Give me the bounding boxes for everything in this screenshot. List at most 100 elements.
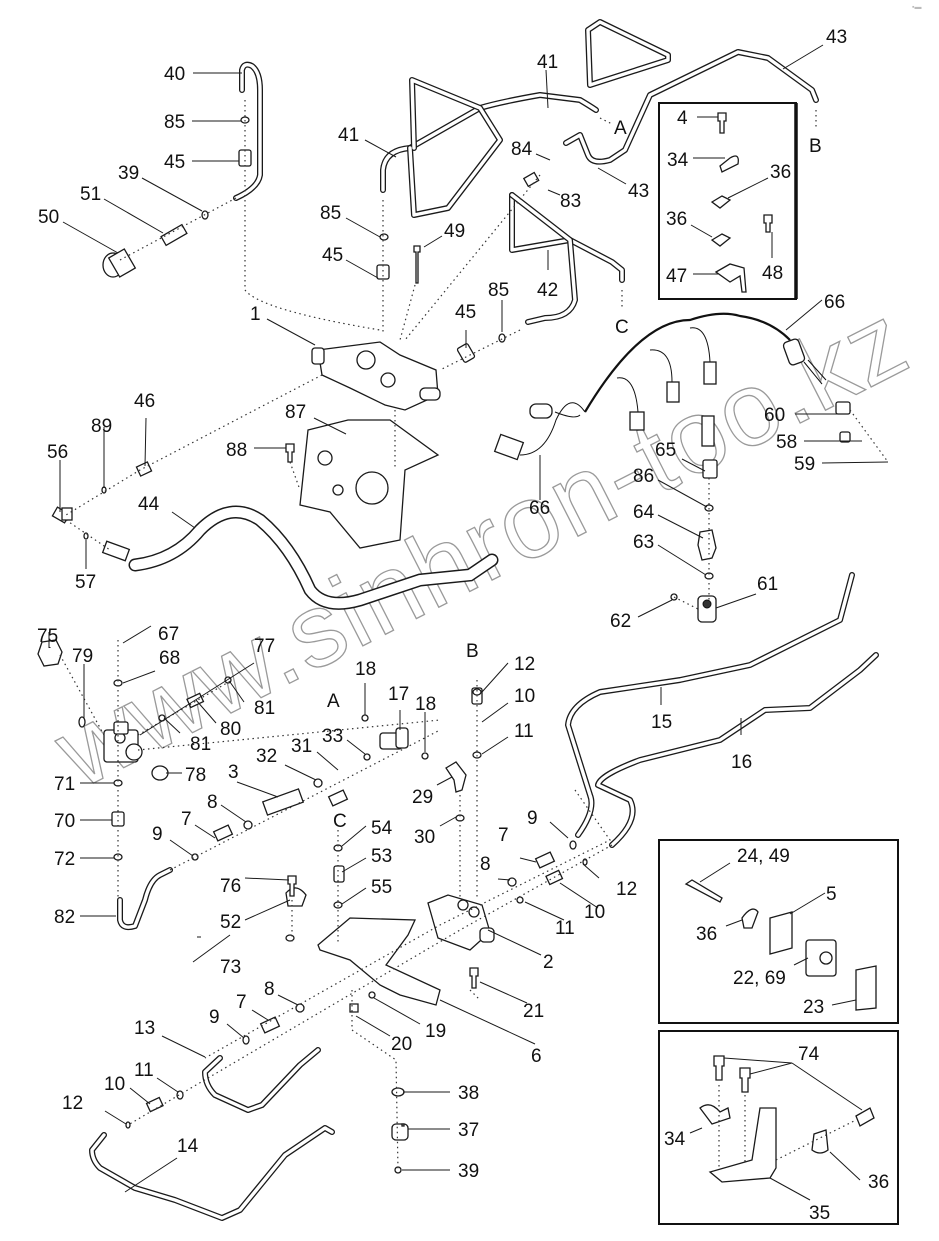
callout-35: 35 xyxy=(809,1203,830,1224)
callout-82: 82 xyxy=(54,907,75,928)
callout-18: 18 xyxy=(355,659,376,680)
callout-76: 76 xyxy=(220,876,241,897)
callout-37: 37 xyxy=(458,1120,479,1141)
callout-49: 49 xyxy=(444,221,465,242)
connection-letter-b: B xyxy=(466,641,479,662)
callout-36: 36 xyxy=(696,924,717,945)
nut-75 xyxy=(37,639,63,667)
callout-68: 68 xyxy=(159,648,180,669)
callout-21: 21 xyxy=(523,1001,544,1022)
connection-letters: A B C A B C xyxy=(327,118,822,832)
callout-16: 16 xyxy=(731,752,752,773)
callout-89: 89 xyxy=(91,416,112,437)
callout-36: 36 xyxy=(666,209,687,230)
detail-box-clamps xyxy=(658,102,798,300)
callout-9: 9 xyxy=(152,824,163,845)
callout-47: 47 xyxy=(666,266,687,287)
callout-88: 88 xyxy=(226,440,247,461)
callout-15: 15 xyxy=(651,712,672,733)
callout-77: 77 xyxy=(254,636,275,657)
callout-63: 63 xyxy=(633,532,654,553)
elbow-29 xyxy=(445,761,467,793)
callout-7: 7 xyxy=(498,825,509,846)
callout-71: 71 xyxy=(54,774,75,795)
swivel-elbow-56 xyxy=(51,506,73,524)
callout-34: 34 xyxy=(664,1129,686,1150)
detail-box-bracket xyxy=(658,1030,899,1225)
callout-79: 79 xyxy=(72,646,93,667)
callout-6: 6 xyxy=(531,1046,542,1067)
callout-53: 53 xyxy=(371,846,392,867)
callout-65: 65 xyxy=(655,440,676,461)
callout-8: 8 xyxy=(480,854,491,875)
callout-41: 41 xyxy=(537,52,558,73)
callout-46: 46 xyxy=(134,391,155,412)
callout-61: 61 xyxy=(757,574,778,595)
leader-lines xyxy=(48,44,889,1201)
callout-50: 50 xyxy=(38,207,59,228)
callout-labels: 40 85 45 39 51 50 41 41 85 49 45 43 43 8… xyxy=(37,27,889,1224)
connection-letter-b: B xyxy=(809,136,822,157)
callout-85: 85 xyxy=(488,280,509,301)
callout-20: 20 xyxy=(391,1034,412,1055)
callout-9: 9 xyxy=(527,808,538,829)
callout-42: 42 xyxy=(537,280,558,301)
callout-31: 31 xyxy=(291,736,312,757)
callout-57: 57 xyxy=(75,572,96,593)
tee-17 xyxy=(379,727,409,750)
callout-51: 51 xyxy=(80,184,101,205)
callout-17: 17 xyxy=(388,684,409,705)
callout-73: 73 xyxy=(220,957,241,978)
callout-32: 32 xyxy=(256,746,277,767)
fitting-61 xyxy=(697,595,717,623)
callout-43: 43 xyxy=(826,27,847,48)
callout-3: 3 xyxy=(228,762,239,783)
callout-45: 45 xyxy=(322,245,343,266)
tube-43 xyxy=(563,19,819,165)
callout-56: 56 xyxy=(47,442,68,463)
callout-8: 8 xyxy=(207,792,218,813)
tube-82 xyxy=(117,867,173,931)
callout-54: 54 xyxy=(371,818,393,839)
callout-67: 67 xyxy=(158,624,179,645)
detail-box-clamp-block xyxy=(658,839,899,1024)
callout-86: 86 xyxy=(633,466,654,487)
callout-33: 33 xyxy=(322,726,343,747)
callout-8: 8 xyxy=(264,979,275,1000)
manifold-body xyxy=(103,729,143,763)
plug-50 xyxy=(102,248,137,278)
block-3 xyxy=(261,788,305,816)
corner-mark: ▪▬ xyxy=(912,4,921,11)
callout-59: 59 xyxy=(794,454,815,475)
callout-2: 2 xyxy=(543,952,554,973)
connection-letter-a: A xyxy=(614,118,627,139)
callout-66: 66 xyxy=(529,498,550,519)
callout-83: 83 xyxy=(560,191,581,212)
callout-30: 30 xyxy=(414,827,435,848)
callout-36: 36 xyxy=(770,162,791,183)
tube-42 xyxy=(509,192,625,325)
callout-5: 5 xyxy=(826,884,837,905)
callout-11: 11 xyxy=(514,721,534,742)
callout-10: 10 xyxy=(104,1074,125,1095)
callout-1: 1 xyxy=(250,304,261,325)
callout-34: 34 xyxy=(667,150,689,171)
callout-84: 84 xyxy=(511,139,533,160)
assembly-lines xyxy=(59,100,889,1171)
callout-66: 66 xyxy=(824,292,845,313)
bracket-6 xyxy=(317,917,441,1006)
tube-15 xyxy=(565,572,855,838)
fitting-64 xyxy=(697,529,717,561)
valve-2 xyxy=(427,894,495,951)
callout-80: 80 xyxy=(220,719,241,740)
callout-10: 10 xyxy=(514,686,535,707)
callout-11: 11 xyxy=(134,1060,154,1081)
callout-12: 12 xyxy=(62,1093,83,1114)
callout-75: 75 xyxy=(37,626,58,647)
callout-18: 18 xyxy=(415,694,436,715)
callout-11: 11 xyxy=(555,918,575,939)
callout-4: 4 xyxy=(677,108,688,129)
callout-38: 38 xyxy=(458,1083,479,1104)
callout-81: 81 xyxy=(254,698,275,719)
callout-45: 45 xyxy=(164,152,185,173)
